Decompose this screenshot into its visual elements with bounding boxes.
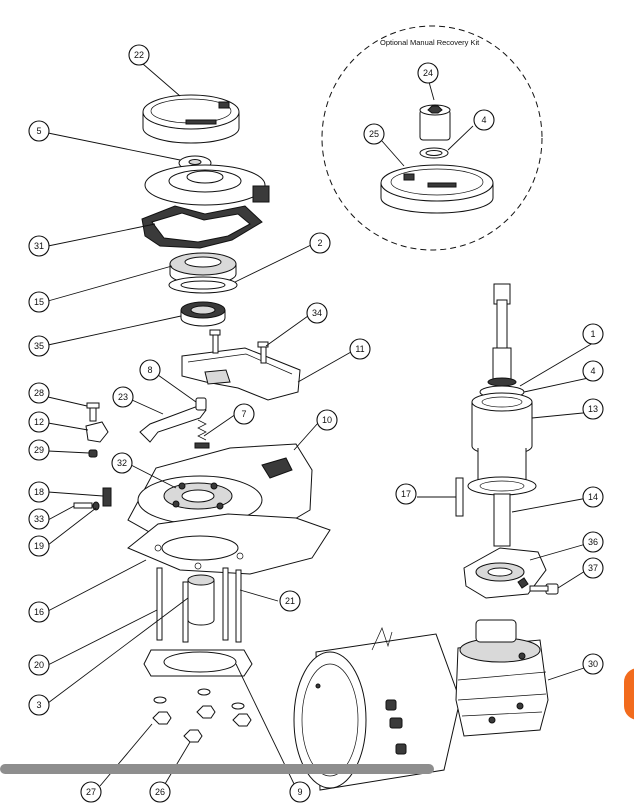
- callout-4: 4: [582, 360, 604, 382]
- svg-text:29: 29: [34, 445, 44, 455]
- svg-text:14: 14: [588, 492, 598, 502]
- callout-23: 23: [112, 386, 134, 408]
- svg-text:12: 12: [34, 417, 44, 427]
- callout-19: 19: [28, 535, 50, 557]
- callout-15: 15: [28, 291, 50, 313]
- svg-text:37: 37: [588, 563, 598, 573]
- callout-37: 37: [582, 557, 604, 579]
- callout-5: 5: [28, 120, 50, 142]
- svg-text:35: 35: [34, 341, 44, 351]
- svg-text:21: 21: [285, 596, 295, 606]
- svg-text:19: 19: [34, 541, 44, 551]
- callout-4-kit: 4: [473, 109, 495, 131]
- callout-16: 16: [28, 601, 50, 623]
- callout-31: 31: [28, 235, 50, 257]
- svg-text:8: 8: [147, 365, 152, 375]
- svg-text:26: 26: [155, 787, 165, 797]
- svg-text:16: 16: [34, 607, 44, 617]
- callout-22: 22: [128, 44, 150, 66]
- top-cap-assembly: [141, 94, 270, 327]
- svg-text:34: 34: [312, 308, 322, 318]
- svg-text:1: 1: [590, 329, 595, 339]
- callout-10: 10: [316, 409, 338, 431]
- kit-title: Optional Manual Recovery Kit: [380, 38, 480, 47]
- cover-and-handle: [85, 329, 301, 458]
- svg-text:30: 30: [588, 659, 598, 669]
- callout-1: 1: [582, 323, 604, 345]
- svg-text:25: 25: [369, 129, 379, 139]
- callout-bubbles: 22 5 31 2 15 35 34 11 8 28 23 7 12 10 29…: [28, 44, 604, 803]
- callout-12: 12: [28, 411, 50, 433]
- svg-text:2: 2: [317, 238, 322, 248]
- callout-33: 33: [28, 508, 50, 530]
- callout-34: 34: [306, 302, 328, 324]
- callout-36: 36: [582, 531, 604, 553]
- svg-text:23: 23: [118, 392, 128, 402]
- callout-27: 27: [80, 781, 102, 803]
- shaft-assembly: [455, 283, 559, 599]
- callout-8: 8: [139, 359, 161, 381]
- svg-text:36: 36: [588, 537, 598, 547]
- callout-7: 7: [233, 403, 255, 425]
- svg-text:9: 9: [297, 787, 302, 797]
- manual-recovery-kit: Optional Manual Recovery Kit: [321, 25, 543, 251]
- horizontal-scrollbar[interactable]: [0, 764, 434, 774]
- callout-35: 35: [28, 335, 50, 357]
- svg-text:32: 32: [117, 458, 127, 468]
- callout-13: 13: [582, 398, 604, 420]
- svg-text:5: 5: [36, 126, 41, 136]
- callout-11: 11: [349, 338, 371, 360]
- svg-text:31: 31: [34, 241, 44, 251]
- callout-24: 24: [417, 62, 439, 84]
- side-tab-button[interactable]: [624, 668, 634, 720]
- motor-assembly: [293, 619, 549, 791]
- svg-text:15: 15: [34, 297, 44, 307]
- svg-text:22: 22: [134, 50, 144, 60]
- callout-28: 28: [28, 382, 50, 404]
- callout-18: 18: [28, 481, 50, 503]
- svg-text:4: 4: [481, 115, 486, 125]
- callout-3: 3: [28, 694, 50, 716]
- callout-2: 2: [309, 232, 331, 254]
- callout-20: 20: [28, 654, 50, 676]
- svg-text:17: 17: [401, 489, 411, 499]
- svg-text:33: 33: [34, 514, 44, 524]
- svg-text:3: 3: [36, 700, 41, 710]
- svg-text:4: 4: [590, 366, 595, 376]
- leader-lines: [47, 63, 594, 789]
- callout-32: 32: [111, 452, 133, 474]
- callout-25: 25: [363, 123, 385, 145]
- callout-30: 30: [582, 653, 604, 675]
- callout-26: 26: [149, 781, 171, 803]
- svg-text:11: 11: [355, 344, 364, 354]
- callout-21: 21: [279, 590, 301, 612]
- svg-text:27: 27: [86, 787, 96, 797]
- svg-text:28: 28: [34, 388, 44, 398]
- studs-and-plate: [143, 567, 253, 743]
- svg-text:13: 13: [588, 404, 598, 414]
- base-housing: [73, 443, 331, 575]
- callout-29: 29: [28, 439, 50, 461]
- callout-14: 14: [582, 486, 604, 508]
- svg-text:18: 18: [34, 487, 44, 497]
- svg-text:10: 10: [322, 415, 332, 425]
- svg-text:7: 7: [241, 409, 246, 419]
- svg-text:24: 24: [423, 68, 433, 78]
- svg-text:20: 20: [34, 660, 44, 670]
- callout-17: 17: [395, 483, 417, 505]
- callout-9: 9: [289, 781, 311, 803]
